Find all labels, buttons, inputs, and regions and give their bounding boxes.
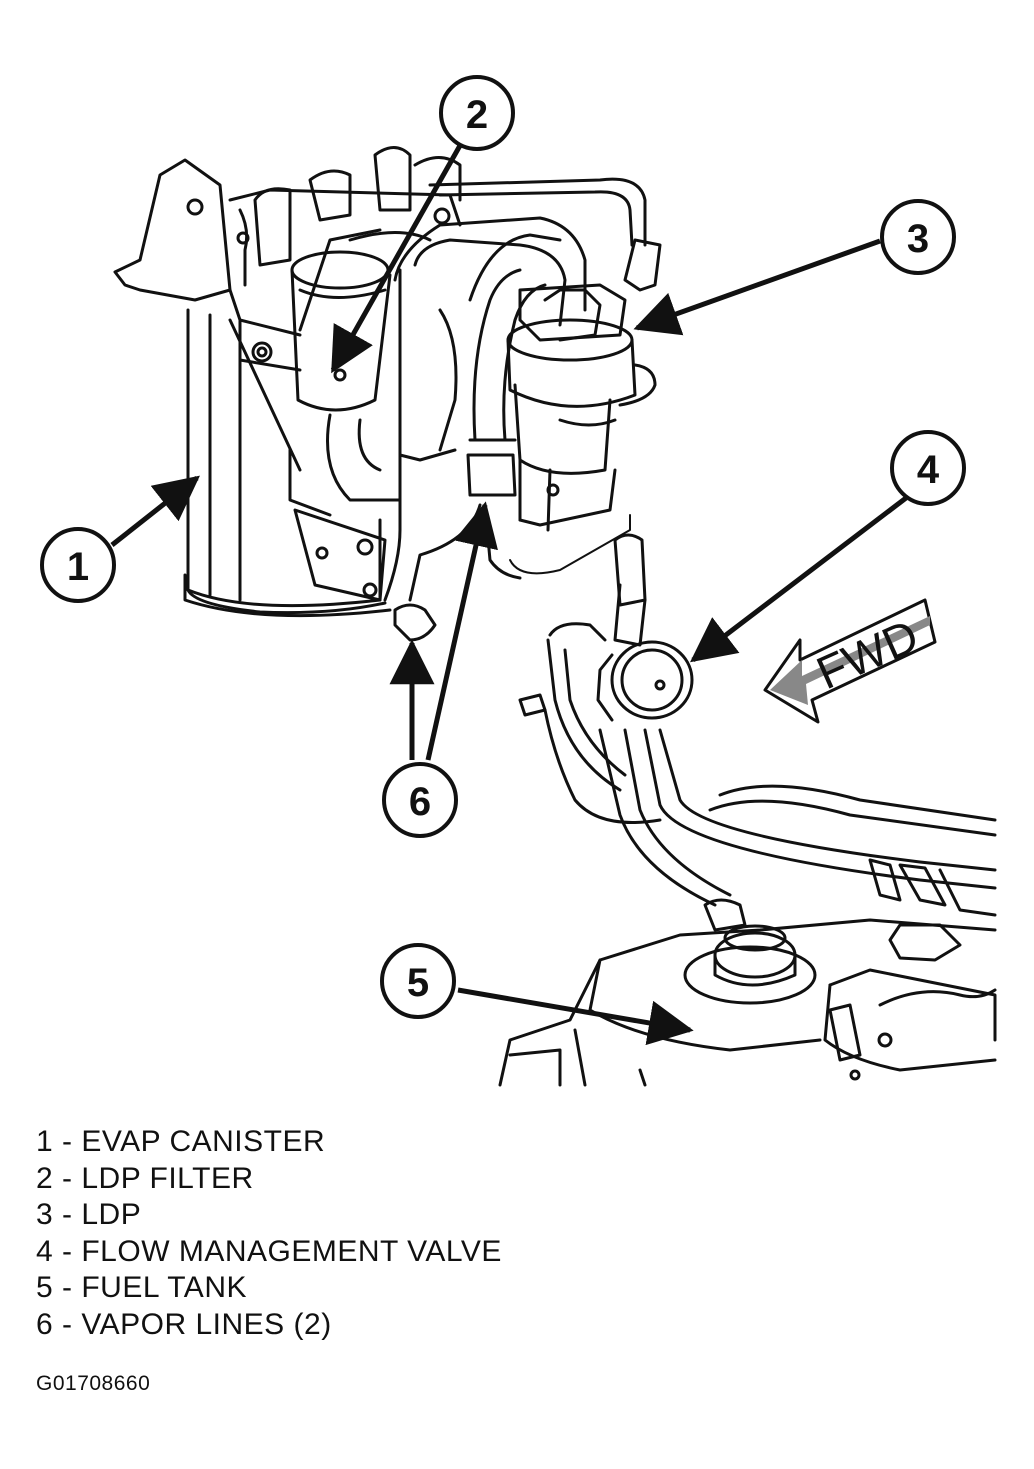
canister-tubes-drawing	[236, 146, 662, 292]
legend-item-1: 1 - EVAP CANISTER	[36, 1125, 326, 1158]
ldp-pump-drawing	[506, 283, 657, 532]
callout-4-number: 4	[917, 448, 940, 492]
ldp-filter-drawing	[290, 250, 402, 502]
callout-2-number: 2	[466, 93, 488, 137]
fuel-lines-drawing	[598, 728, 997, 917]
leader-1	[110, 475, 200, 547]
leader-6b	[425, 501, 498, 761]
evap-canister-drawing	[113, 158, 462, 618]
legend-item-3: 3 - LDP	[36, 1198, 142, 1231]
callout-3: 3	[880, 199, 956, 275]
legend-item-4: 4 - FLOW MANAGEMENT VALVE	[36, 1234, 502, 1268]
legend-item-2: 2 - LDP FILTER	[36, 1161, 254, 1195]
callout-5-number: 5	[407, 961, 429, 1005]
legend: 1 - EVAP CANISTER 2 - LDP FILTER 3 - LDP…	[36, 1124, 502, 1343]
direction-label: FWD	[809, 609, 926, 699]
legend-item-5: 5 - FUEL TANK	[36, 1271, 247, 1304]
leader-4	[690, 496, 908, 663]
legend-item-6: 6 - VAPOR LINES (2)	[36, 1307, 332, 1341]
figure-code: G01708660	[36, 1372, 151, 1395]
callout-1-number: 1	[67, 545, 89, 589]
callout-3-number: 3	[907, 217, 929, 261]
fuel-tank-drawing	[498, 898, 997, 1087]
flow-management-valve-drawing	[518, 533, 694, 824]
callout-2: 2	[439, 75, 515, 151]
callout-6: 6	[382, 762, 458, 838]
callout-4: 4	[890, 430, 966, 506]
callout-5: 5	[380, 943, 456, 1019]
callout-6-number: 6	[409, 780, 431, 824]
leader-2	[330, 140, 465, 374]
forward-direction-arrow: FWD	[763, 598, 937, 724]
callout-1: 1	[40, 527, 116, 603]
evap-system-diagram: FWD 1 2 3 4 5 6	[40, 75, 997, 1087]
vapor-hose-drawing	[383, 216, 587, 642]
leader-5	[457, 987, 694, 1046]
leader-3	[633, 238, 881, 336]
